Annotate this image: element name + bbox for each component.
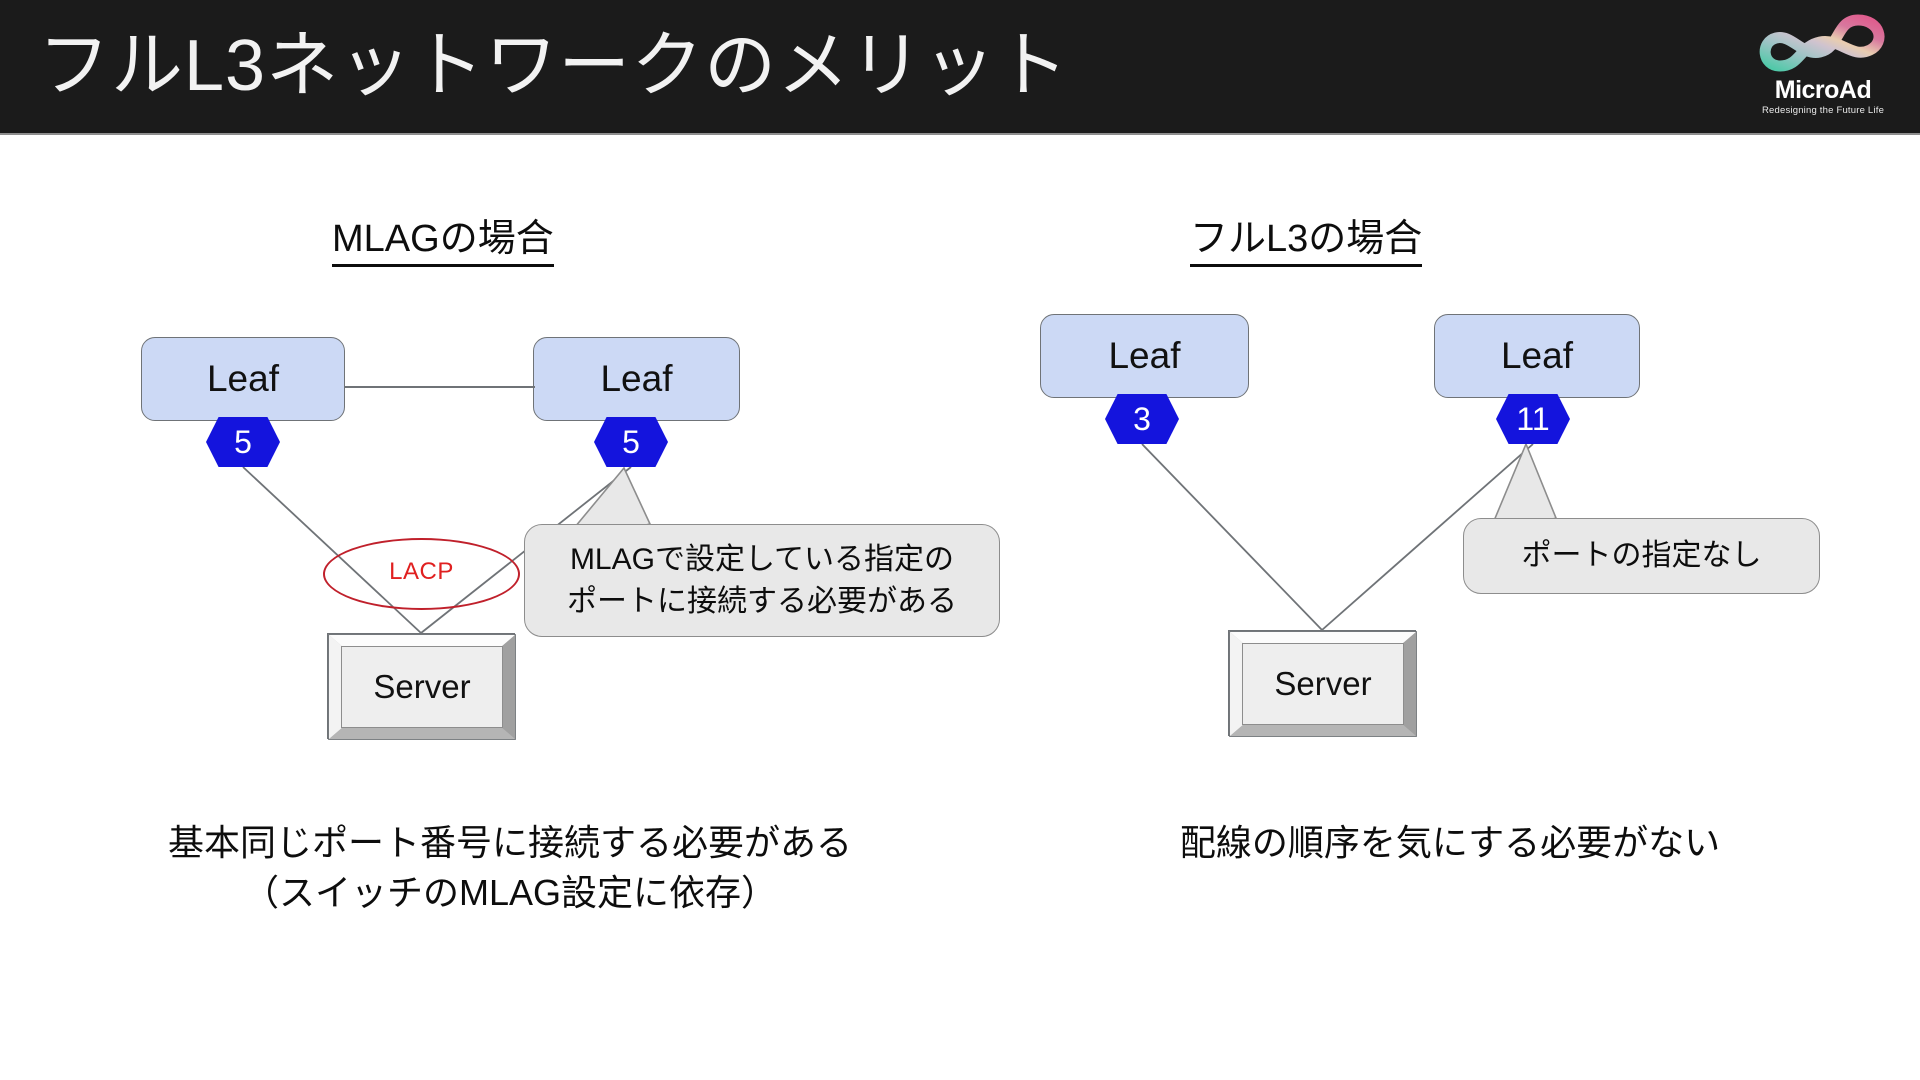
port-number-hexagon-left-1: 5: [206, 417, 280, 467]
page-title: フルL3ネットワークのメリット: [38, 26, 1070, 106]
caption-full-l3-case: 配線の順序を気にする必要がない: [1040, 818, 1860, 868]
leaf-switch-left-1[interactable]: Leaf: [141, 337, 345, 421]
port-number-hexagon-right-2: 11: [1496, 394, 1570, 444]
server-label: Server: [1274, 665, 1372, 702]
callout-no-port-requirement: ポートの指定なし: [1463, 518, 1820, 594]
microad-tagline: Redesigning the Future Life: [1761, 105, 1885, 116]
leaf-switch-right-2[interactable]: Leaf: [1434, 314, 1640, 398]
port-number-label: 3: [1133, 401, 1151, 437]
caption-line: 配線の順序を気にする必要がない: [1179, 822, 1721, 863]
leaf-label: Leaf: [206, 358, 279, 399]
microad-logo: MicroAd Redesigning the Future Life: [1748, 8, 1898, 126]
callout-mlag-port-requirement: MLAGで設定している指定の ポートに接続する必要がある: [524, 524, 1000, 637]
caption-line: 基本同じポート番号に接続する必要がある: [167, 822, 852, 863]
header-divider: [0, 133, 1920, 135]
slide-header-bar: フルL3ネットワークのメリット MicroAd Redesigning the …: [0, 0, 1920, 135]
port-number-hexagon-left-2: 5: [594, 417, 668, 467]
server-label: Server: [373, 668, 471, 705]
microad-infinity-mark: [1759, 14, 1885, 72]
callout-line: MLAGで設定している指定の: [569, 542, 955, 576]
server-label-plate: Server: [341, 646, 503, 728]
leaf-switch-right-1[interactable]: Leaf: [1040, 314, 1249, 398]
callout-line: ポートの指定なし: [1521, 539, 1762, 572]
leaf-label: Leaf: [600, 358, 673, 399]
lacp-label: LACP: [389, 558, 454, 585]
leaf-label: Leaf: [1500, 335, 1573, 376]
leaf-label: Leaf: [1108, 335, 1181, 376]
heading-mlag-case: MLAGの場合: [332, 207, 554, 267]
lacp-ellipse: [323, 538, 520, 610]
server-label-plate: Server: [1242, 643, 1404, 725]
server-node-left[interactable]: Server: [327, 633, 516, 740]
heading-full-l3-case: フルL3の場合: [1190, 207, 1423, 267]
leaf-switch-left-2[interactable]: Leaf: [533, 337, 740, 421]
caption-mlag-case: 基本同じポート番号に接続する必要がある （スイッチのMLAG設定に依存）: [100, 818, 920, 918]
microad-wordmark: MicroAd: [1774, 76, 1872, 104]
caption-line: （スイッチのMLAG設定に依存）: [242, 872, 778, 913]
mlag-peer-link: [344, 386, 535, 388]
port-number-label: 11: [1516, 401, 1550, 437]
port-number-label: 5: [234, 424, 252, 460]
port-number-label: 5: [622, 424, 640, 460]
callout-line: ポートに接続する必要がある: [567, 584, 957, 618]
port-number-hexagon-right-1: 3: [1105, 394, 1179, 444]
server-node-right[interactable]: Server: [1228, 630, 1417, 737]
